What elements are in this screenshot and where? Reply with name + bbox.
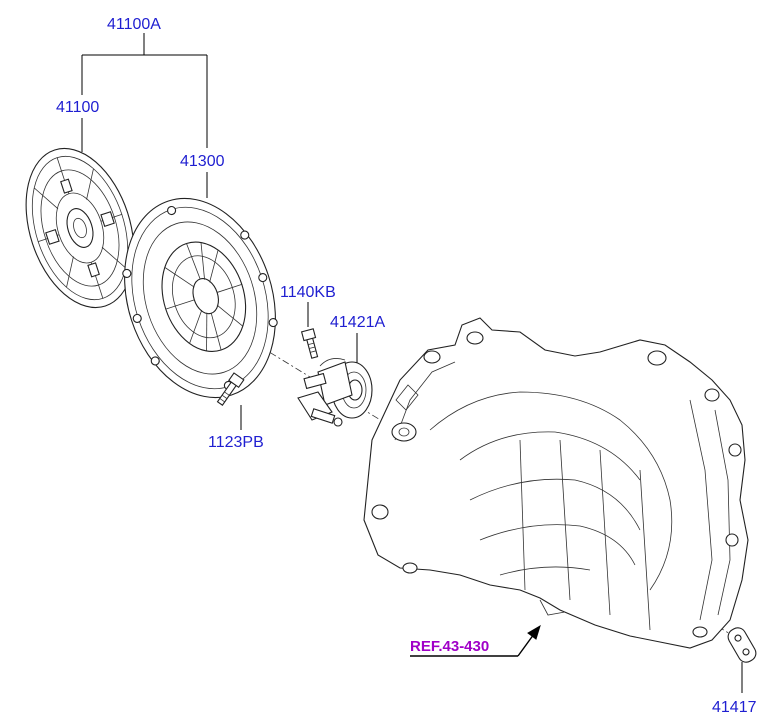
clutch-cover <box>122 197 278 399</box>
label-41100: 41100 <box>56 99 99 116</box>
label-1123pb: 1123PB <box>208 434 264 451</box>
bolt-1140kb <box>300 328 319 359</box>
label-41300: 41300 <box>180 153 225 170</box>
transmission-housing <box>363 317 749 649</box>
leader-lines <box>81 33 743 693</box>
label-41421a: 41421A <box>330 314 385 331</box>
release-bearing <box>297 358 373 427</box>
plate-41417 <box>727 627 757 663</box>
label-41417: 41417 <box>712 699 757 716</box>
clutch-disc <box>25 147 135 309</box>
label-41100a: 41100A <box>107 16 161 33</box>
reference-arrow <box>410 624 541 657</box>
label-1140kb: 1140KB <box>280 284 336 301</box>
reference-label[interactable]: REF.43-430 <box>410 638 489 655</box>
bolt-1123pb <box>216 372 245 406</box>
